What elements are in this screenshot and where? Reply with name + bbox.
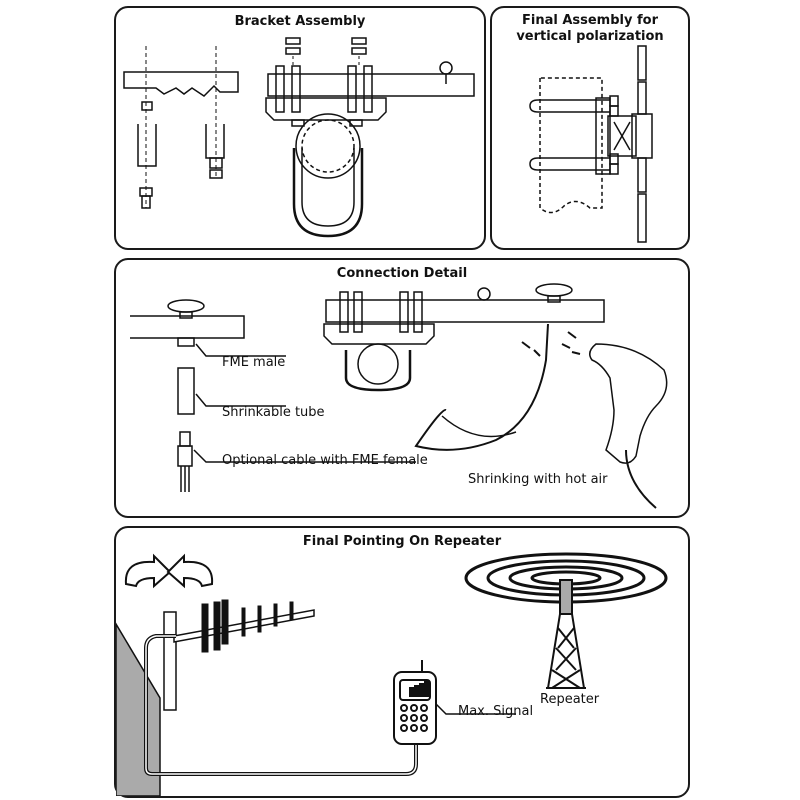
connection-detail-title: Connection Detail bbox=[336, 266, 468, 281]
rotate-arrows-icon bbox=[124, 553, 214, 589]
optional-cable-label: Optional cable with FME female bbox=[222, 453, 428, 468]
final-pointing-panel: Final Pointing On Repeater bbox=[114, 526, 690, 798]
fme-male-label: FME male bbox=[222, 355, 286, 370]
bracket-assembly-drawing bbox=[123, 37, 475, 238]
final-assembly-drawing bbox=[529, 45, 653, 243]
connection-detail-panel: Connection Detail bbox=[114, 258, 690, 518]
yagi-antenna-icon bbox=[173, 599, 315, 653]
final-assembly-title-line1: Final Assembly for bbox=[521, 13, 658, 28]
bracket-assembly-panel: Bracket Assembly bbox=[114, 6, 486, 250]
hot-air-label: Shrinking with hot air bbox=[468, 472, 608, 487]
final-pointing-title: Final Pointing On Repeater bbox=[302, 534, 502, 549]
final-assembly-title-line2: vertical polarization bbox=[516, 29, 664, 44]
max-signal-label: Max. Signal bbox=[458, 704, 534, 719]
repeater-label: Repeater bbox=[540, 692, 600, 707]
final-pointing-drawing bbox=[116, 552, 668, 796]
mobile-phone-icon bbox=[393, 660, 437, 745]
connection-detail-drawing bbox=[130, 283, 668, 509]
bracket-assembly-title: Bracket Assembly bbox=[234, 14, 366, 29]
shrinkable-tube-label: Shrinkable tube bbox=[222, 405, 325, 420]
repeater-tower-icon bbox=[546, 579, 586, 689]
final-assembly-panel: Final Assembly for vertical polarization bbox=[490, 6, 690, 250]
